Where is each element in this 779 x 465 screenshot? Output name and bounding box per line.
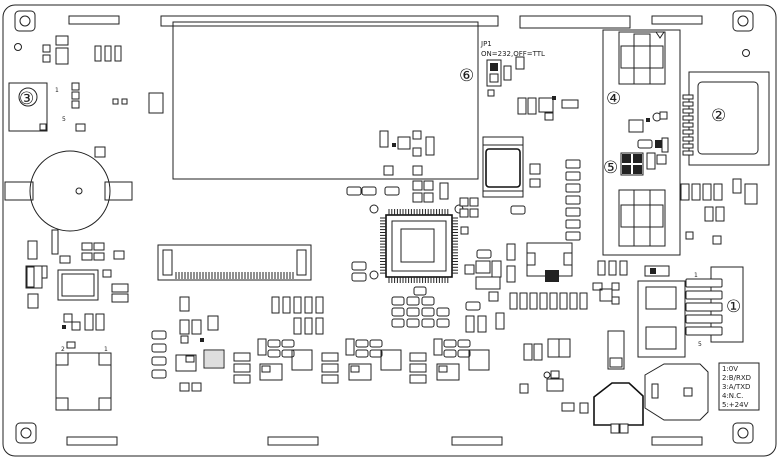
coin-battery-holder <box>4 146 133 232</box>
mounting-hole-bottom-left <box>15 422 37 444</box>
pin-1-label-b: 1 <box>104 346 108 353</box>
driver-section-4 <box>409 338 490 384</box>
bottom-left-switch: 2 1 <box>55 341 112 411</box>
connector-pin <box>682 115 694 121</box>
connector-pin <box>682 94 694 100</box>
board-outline <box>2 4 777 457</box>
callout-2: ② <box>711 106 726 126</box>
edge-tabs <box>66 15 703 446</box>
connector-pin <box>682 129 694 135</box>
power-components <box>592 260 686 358</box>
connector-pin <box>682 136 694 142</box>
driver-section-3 <box>321 338 402 384</box>
terminal-pin <box>685 290 723 300</box>
connector-pin <box>682 101 694 107</box>
inductor-block <box>482 136 541 198</box>
connector-pin <box>682 143 694 149</box>
top-left-components <box>39 35 164 132</box>
mcu-support-components <box>346 180 526 302</box>
right-mid-components <box>519 330 625 414</box>
connector-pin <box>682 150 694 156</box>
pin-legend: 1:0V 2:B/RXD 3:A/TXD 4:N.C. 5:+24V <box>718 362 760 411</box>
pin-legend-line-1: 1:0V <box>722 365 738 373</box>
mounting-hole-top-left <box>14 10 36 32</box>
terminal-pin-5-label: 5 <box>698 341 702 348</box>
terminal-pin <box>685 314 723 324</box>
regulator-sot223 <box>526 242 573 282</box>
terminal-pin <box>685 326 723 336</box>
pin-legend-line-3: 3:A/TXD <box>722 383 750 391</box>
electrolytic-capacitor <box>644 363 709 421</box>
pin-1-label: 1 <box>55 87 59 94</box>
jumper-note: ON=232,OFF=TTL <box>481 50 545 58</box>
pin-legend-line-2: 2:B/RXD <box>722 374 751 382</box>
mounting-hole-bottom-right <box>732 422 754 444</box>
via-hole <box>14 43 22 51</box>
callout-5: ⑤ <box>603 158 618 178</box>
via-hole <box>369 204 379 214</box>
pin-5-label: 5 <box>62 116 66 123</box>
ffc-connector <box>157 244 312 281</box>
pin-legend-line-4: 4:N.C. <box>722 392 743 400</box>
component-3: 1 5 <box>8 82 80 132</box>
callout-6: ⑥ <box>459 66 474 86</box>
right-side-components <box>565 159 758 245</box>
via-hole <box>742 49 750 57</box>
terminal-block-1: 1 5 <box>685 266 744 348</box>
mounting-hole-top-right <box>732 10 754 32</box>
via-hole <box>369 270 379 280</box>
jumper-ref: JP1 <box>480 40 492 48</box>
callout-4: ④ <box>606 89 621 109</box>
driver-section-2 <box>233 338 313 384</box>
via-hole <box>543 371 551 379</box>
terminal-pin <box>685 302 723 312</box>
driver-section-1 <box>151 296 225 392</box>
connector-pin <box>682 108 694 114</box>
terminal-pin <box>685 278 723 288</box>
left-lower-components <box>25 229 129 331</box>
center-passive-array <box>391 286 505 333</box>
pin-legend-line-5: 5:+24V <box>722 401 749 409</box>
connector-2 <box>682 71 770 166</box>
display-area <box>160 15 499 180</box>
display-support-components <box>379 130 435 176</box>
connector-pin <box>682 122 694 128</box>
jumper-jp1 <box>486 56 579 121</box>
resistor-rows <box>271 292 588 335</box>
buzzer <box>593 382 644 434</box>
pin-legend-box <box>718 362 760 411</box>
callout-3: ③ <box>19 89 34 109</box>
right-module <box>602 29 681 256</box>
pin-2-label: 2 <box>61 346 65 353</box>
terminal-pin-1-label: 1 <box>694 272 698 279</box>
main-mcu-qfp <box>380 209 458 283</box>
callout-1: ① <box>726 297 741 317</box>
